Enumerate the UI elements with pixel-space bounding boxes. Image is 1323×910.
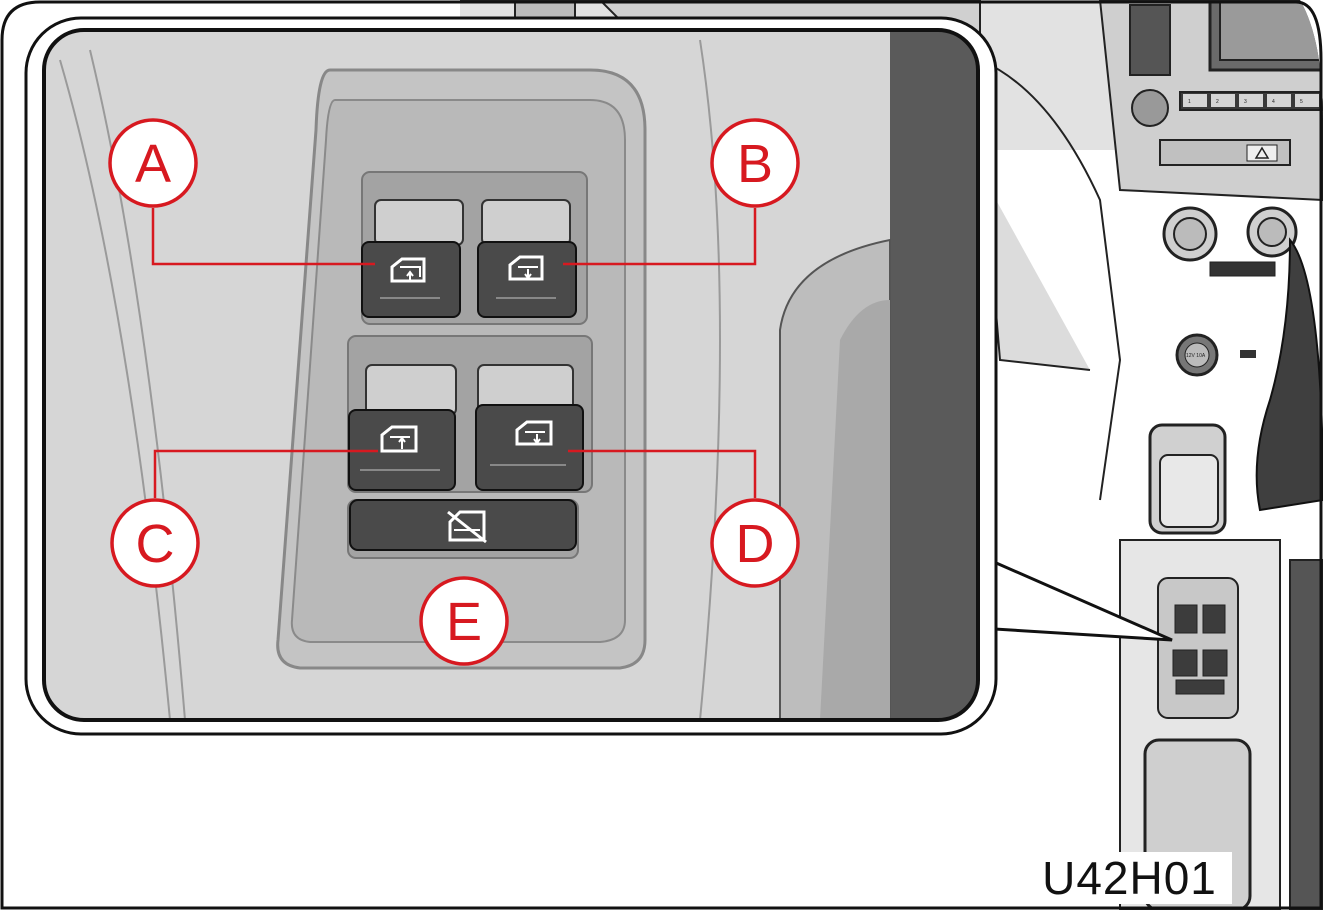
callout-C-label: C [136,514,175,574]
window-rear-left-icon [380,425,418,453]
window-lock-switch [347,499,579,559]
switch-rear-left [348,409,456,491]
switch-front-left [361,241,461,318]
callout-A-label: A [135,134,171,194]
reference-code: U42H01 [1027,852,1232,904]
callout-E: E [419,576,509,666]
gear-button-4: 4 [1272,99,1275,105]
callout-B: B [710,118,800,208]
small-switch-panel [1157,577,1239,719]
switch-front-right [477,241,577,318]
callout-leader-lines [151,208,757,498]
callout-D-label: D [736,514,775,574]
callout-D: D [710,498,800,588]
callout-C: C [110,498,200,588]
gear-lever [1255,237,1323,512]
hazard-icon [1254,146,1270,159]
callout-A: A [108,118,198,208]
gear-button-2: 2 [1216,99,1219,105]
gear-button-1: 1 [1188,99,1191,105]
power-socket: 12V 10A [1175,333,1219,377]
callout-E-label: E [446,592,482,652]
socket-label: 12V 10A [1186,353,1206,359]
callout-B-label: B [737,134,773,194]
window-rear-right-icon [515,420,553,446]
window-front-left-icon [390,257,426,283]
gear-button-3: 3 [1244,99,1247,105]
gear-button-5: 5 [1300,99,1303,105]
window-lock-icon [447,510,487,544]
mode-buttons-row: 1 2 3 4 5 [1179,91,1323,111]
usb-port [1240,350,1256,358]
switch-rear-right [475,404,584,491]
window-front-right-icon [508,255,544,281]
